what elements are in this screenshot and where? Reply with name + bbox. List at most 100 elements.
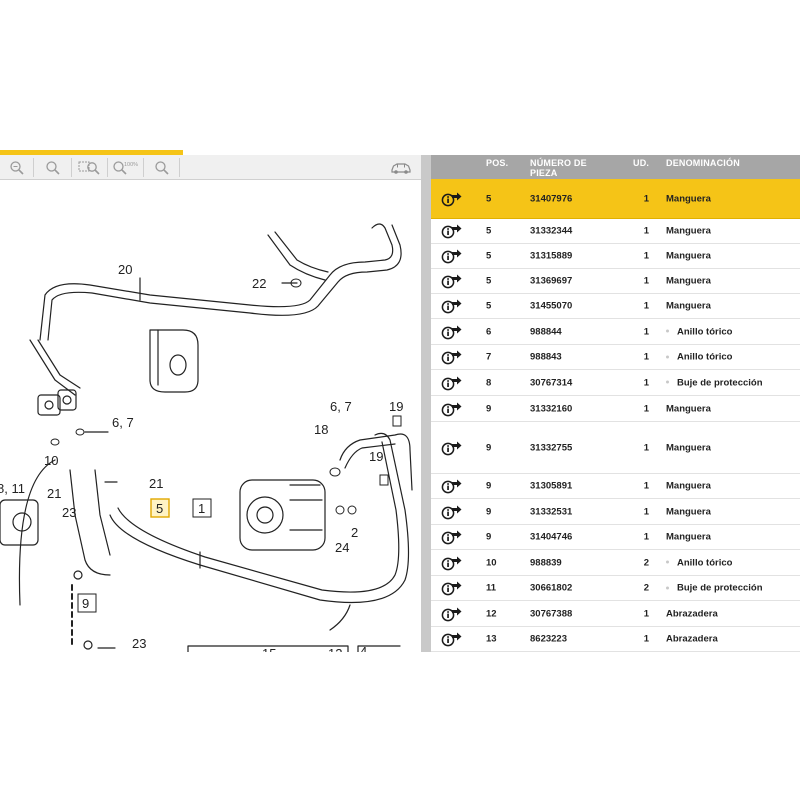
- callout-21b[interactable]: 21: [149, 476, 163, 491]
- cell-name: Manguera: [666, 301, 711, 312]
- info-arrow-icon[interactable]: [441, 223, 463, 239]
- cell-part-number[interactable]: 31455070: [530, 300, 573, 312]
- header-pos[interactable]: POS.: [486, 158, 509, 168]
- exploded-parts-diagram[interactable]: 20 22 19 6, 7 10 8, 11 21 21 23 18 6, 7 …: [0, 180, 421, 652]
- sub-item-dot: [666, 329, 669, 333]
- zoom-in-button[interactable]: [34, 158, 72, 177]
- cell-name: Manguera: [666, 532, 711, 543]
- info-arrow-icon[interactable]: [441, 529, 463, 545]
- callout-5[interactable]: 5: [156, 501, 163, 516]
- callout-box-1[interactable]: 1: [192, 498, 212, 518]
- zoom-window-button[interactable]: [72, 158, 108, 177]
- callout-box-9[interactable]: 9: [77, 593, 97, 613]
- cell-part-number[interactable]: 988839: [530, 557, 562, 568]
- info-arrow-icon[interactable]: [441, 580, 463, 596]
- panel-divider[interactable]: [421, 155, 431, 652]
- callout-24[interactable]: 24: [335, 540, 349, 555]
- callout-box-5[interactable]: 5: [150, 498, 170, 518]
- search-button[interactable]: [144, 158, 180, 177]
- cell-qty: 1: [643, 300, 649, 312]
- cell-name-text: Manguera: [666, 442, 711, 453]
- cell-part-number[interactable]: 31369697: [530, 275, 573, 287]
- cell-part-number[interactable]: 31407976: [530, 193, 573, 204]
- cell-part-number[interactable]: 31305891: [530, 480, 573, 492]
- info-arrow-icon[interactable]: [441, 555, 463, 571]
- cell-qty: 1: [643, 250, 649, 262]
- info-arrow-icon[interactable]: [441, 273, 463, 289]
- callout-19a[interactable]: 19: [389, 399, 403, 414]
- header-name[interactable]: DENOMINACIÓN: [666, 158, 740, 168]
- cell-pos: 5: [486, 225, 492, 237]
- callout-6-7a[interactable]: 6, 7: [112, 415, 134, 430]
- cell-part-number[interactable]: 30767314: [530, 377, 573, 388]
- callout-9[interactable]: 9: [82, 596, 89, 611]
- info-arrow-icon[interactable]: [441, 248, 463, 264]
- callout-21a[interactable]: 21: [47, 486, 61, 501]
- callout-4[interactable]: 4: [360, 644, 367, 652]
- callout-23b[interactable]: 23: [132, 636, 146, 651]
- zoom-100-button[interactable]: 100%: [108, 158, 144, 177]
- callout-1[interactable]: 1: [198, 501, 205, 516]
- cell-part-number[interactable]: 31332344: [530, 225, 573, 237]
- cell-pos: 6: [486, 326, 492, 337]
- callout-12[interactable]: 12: [328, 646, 342, 652]
- info-arrow-icon[interactable]: [441, 504, 463, 520]
- callout-19b[interactable]: 19: [369, 449, 383, 464]
- info-arrow-icon[interactable]: [441, 324, 463, 340]
- cell-part-number[interactable]: 31404746: [530, 531, 573, 543]
- cell-name-text: Buje de protección: [677, 377, 763, 388]
- info-arrow-icon[interactable]: [441, 440, 463, 456]
- callout-6-7b[interactable]: 6, 7: [330, 399, 352, 414]
- cell-part-number[interactable]: 8623223: [530, 633, 567, 645]
- info-arrow-icon[interactable]: [441, 606, 463, 622]
- callout-8-11[interactable]: 8, 11: [0, 481, 25, 496]
- cell-part-number[interactable]: 30767388: [530, 608, 573, 619]
- info-arrow-icon[interactable]: [441, 349, 463, 365]
- cell-part-number[interactable]: 988844: [530, 326, 562, 337]
- callout-2[interactable]: 2: [351, 525, 358, 540]
- info-arrow-icon[interactable]: [441, 631, 463, 647]
- zoom-out-button[interactable]: [0, 158, 34, 177]
- callout-23a[interactable]: 23: [62, 505, 76, 520]
- header-part-number[interactable]: NÚMERO DE PIEZA: [530, 158, 587, 178]
- info-arrow-icon[interactable]: [441, 191, 463, 207]
- cell-qty: 1: [643, 608, 649, 619]
- header-qty[interactable]: UD.: [633, 158, 650, 168]
- cell-part-number[interactable]: 31332160: [530, 403, 573, 414]
- cell-part-number[interactable]: 31332531: [530, 506, 573, 517]
- info-arrow-icon[interactable]: [441, 478, 463, 494]
- cell-pos: 11: [486, 582, 497, 594]
- info-arrow-icon[interactable]: [441, 401, 463, 417]
- callout-15[interactable]: 15: [262, 646, 276, 652]
- callout-10[interactable]: 10: [44, 453, 58, 468]
- cell-qty: 1: [643, 633, 649, 645]
- callout-20[interactable]: 20: [118, 262, 132, 277]
- info-arrow-icon[interactable]: [441, 298, 463, 314]
- info-arrow-icon[interactable]: [441, 375, 463, 391]
- vehicle-button[interactable]: [386, 158, 416, 177]
- cell-part-number[interactable]: 31315889: [530, 250, 573, 262]
- cell-part-number[interactable]: 31332755: [530, 442, 573, 453]
- cell-pos: 5: [486, 250, 492, 262]
- callout-18[interactable]: 18: [314, 422, 328, 437]
- callout-22[interactable]: 22: [252, 276, 266, 291]
- cell-part-number[interactable]: 988843: [530, 351, 562, 363]
- cell-part-number[interactable]: 30661802: [530, 582, 573, 594]
